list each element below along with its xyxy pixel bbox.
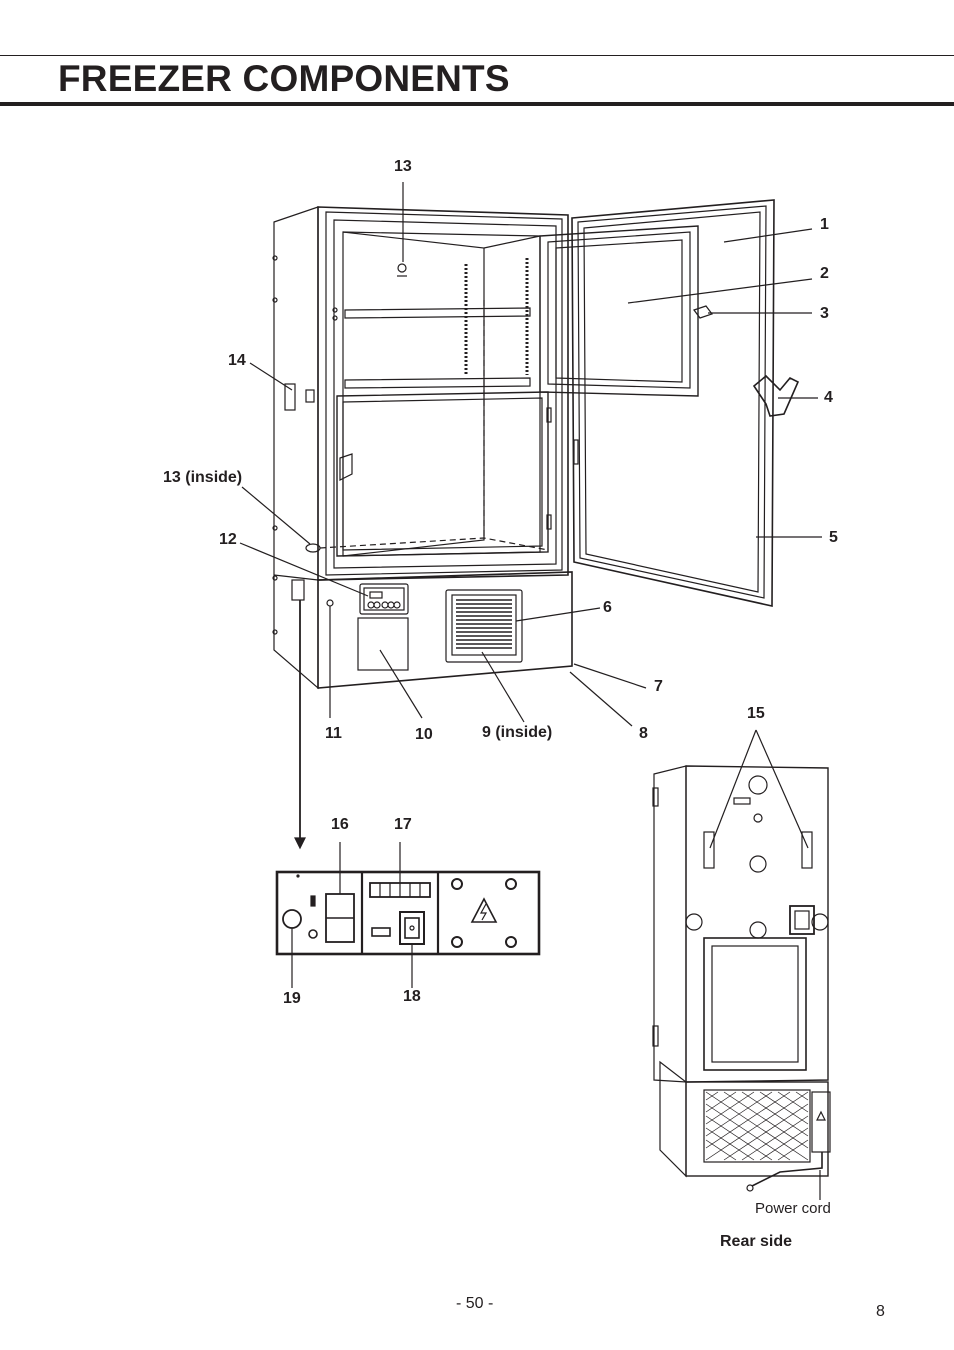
callout-12: 12 — [219, 531, 237, 548]
outer-door — [539, 199, 800, 607]
power-cord-label: Power cord — [755, 1200, 831, 1217]
callout-9: 9 (inside) — [482, 724, 553, 741]
page-number-right: 8 — [876, 1303, 885, 1320]
callout-14: 14 — [228, 352, 246, 369]
callout-18: 18 — [403, 988, 421, 1005]
callout-10: 10 — [415, 726, 433, 743]
rear-side-caption: Rear side — [720, 1233, 793, 1250]
header-rule-top — [0, 55, 954, 56]
callout-4: 4 — [824, 389, 833, 406]
callout-13-inside: 13 (inside) — [163, 469, 243, 486]
callout-5: 5 — [829, 529, 838, 546]
cabinet-body — [272, 206, 573, 690]
page-title: FREEZER COMPONENTS — [58, 58, 510, 99]
callout-13: 13 — [394, 158, 412, 175]
header-rule-bottom — [0, 102, 954, 106]
callout-16: 16 — [331, 816, 349, 833]
leader-lines — [239, 182, 822, 850]
callout-11: 11 — [325, 725, 342, 742]
callout-7: 7 — [654, 678, 663, 695]
rear-view — [652, 729, 831, 1200]
callout-17: 17 — [394, 816, 412, 833]
callout-15: 15 — [747, 705, 765, 722]
control-panel-detail — [275, 842, 541, 988]
callout-8: 8 — [639, 725, 648, 742]
callout-1: 1 — [820, 216, 829, 233]
callout-6: 6 — [603, 599, 612, 616]
page-number-center: - 50 - — [456, 1295, 494, 1312]
callout-3: 3 — [820, 305, 829, 322]
callout-19: 19 — [283, 990, 301, 1007]
callout-2: 2 — [820, 265, 829, 282]
